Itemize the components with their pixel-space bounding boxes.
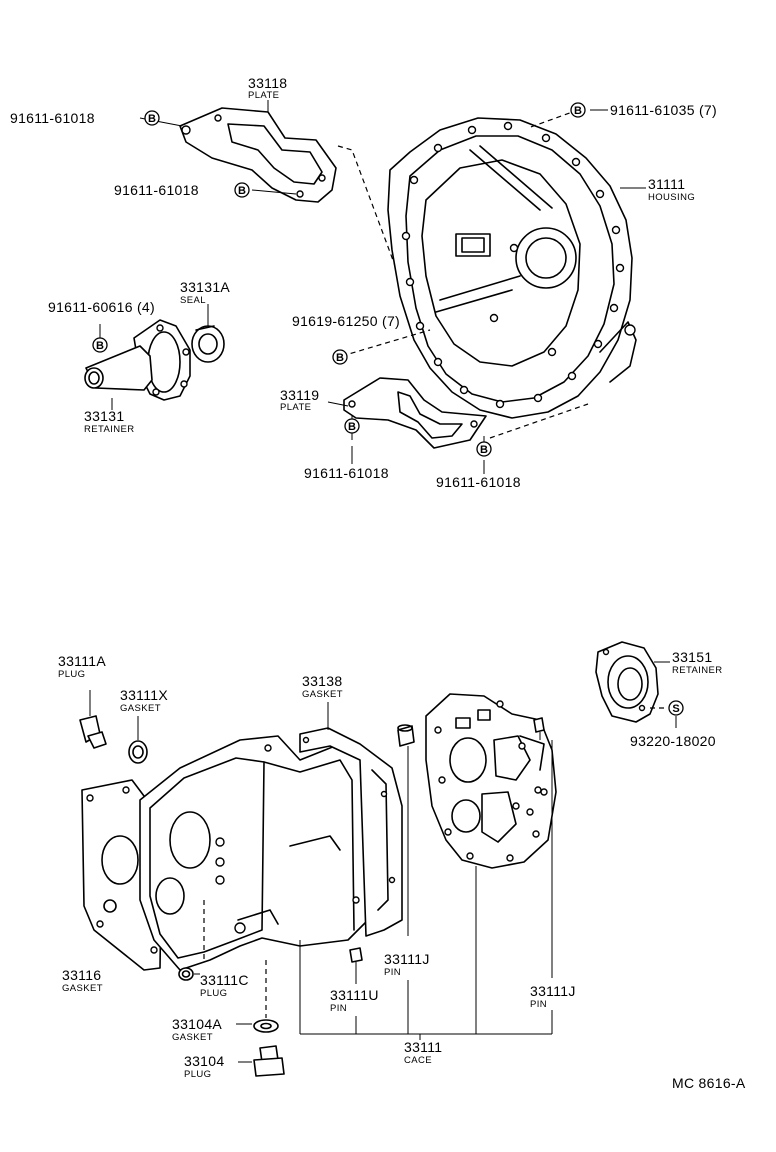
bolt-label-b6: 91611-61018 xyxy=(304,465,389,481)
bolt-badge-b3: B xyxy=(570,102,586,118)
bolt-label-b5: 91619-61250 (7) xyxy=(292,313,400,329)
label-33111X: 33111X GASKET xyxy=(120,687,168,714)
bolt-badge-b4: B xyxy=(92,337,108,353)
bolt-badge-b7: B xyxy=(476,441,492,457)
pin-33111J-a-drawing xyxy=(397,724,415,747)
svg-text:PIN: PIN xyxy=(330,1003,347,1014)
gasket-33138-drawing xyxy=(299,727,403,937)
bolt-label-b3: 91611-61035 (7) xyxy=(610,102,717,118)
svg-text:PIN: PIN xyxy=(384,967,401,978)
gasket-33111X-drawing xyxy=(128,740,148,764)
label-33111A: 33111A PLUG xyxy=(58,653,106,680)
svg-text:HOUSING: HOUSING xyxy=(648,192,695,203)
label-33111J-a: 33111J PIN xyxy=(384,951,430,978)
stud-badge-s1: S xyxy=(668,700,684,716)
plug-33104-drawing xyxy=(253,1045,285,1077)
label-33118: 33118 PLATE xyxy=(248,75,287,101)
svg-text:33151: 33151 xyxy=(672,649,712,665)
svg-text:B: B xyxy=(348,421,356,433)
svg-text:33138: 33138 xyxy=(302,673,342,689)
label-33111C: 33111C PLUG xyxy=(200,972,249,999)
svg-text:RETAINER: RETAINER xyxy=(672,665,723,676)
label-33151: 33151 RETAINER xyxy=(672,649,723,676)
svg-text:B: B xyxy=(480,444,488,456)
svg-text:33131: 33131 xyxy=(84,408,124,424)
intermediate-plate-holes xyxy=(434,700,548,862)
gasket-33104A-drawing xyxy=(253,1019,279,1033)
svg-text:PLUG: PLUG xyxy=(184,1069,211,1080)
seal-33131A-drawing xyxy=(191,325,225,363)
label-31111: 31111 HOUSING xyxy=(648,176,695,203)
svg-text:33111U: 33111U xyxy=(330,987,379,1003)
bolt-badge-b1: B xyxy=(144,110,160,126)
svg-text:GASKET: GASKET xyxy=(120,703,161,714)
label-33131A: 33131A SEAL xyxy=(180,279,230,306)
svg-text:33116: 33116 xyxy=(62,967,101,983)
svg-text:B: B xyxy=(336,352,344,364)
svg-text:GASKET: GASKET xyxy=(302,689,343,700)
bolt-label-b1: 91611-61018 xyxy=(10,110,95,126)
svg-text:B: B xyxy=(238,185,246,197)
bolt-badge-b5: B xyxy=(332,349,348,365)
svg-text:33131A: 33131A xyxy=(180,279,230,295)
label-33131: 33131 RETAINER xyxy=(84,408,135,435)
case-33111-drawing xyxy=(139,735,371,971)
retainer-33131-drawing xyxy=(84,319,191,401)
svg-text:B: B xyxy=(96,340,104,352)
svg-text:33111J: 33111J xyxy=(530,983,576,999)
svg-text:GASKET: GASKET xyxy=(172,1032,213,1043)
svg-text:PIN: PIN xyxy=(530,999,547,1010)
svg-text:PLUG: PLUG xyxy=(58,669,85,680)
bolt-badge-b6: B xyxy=(344,418,360,434)
retainer-33151-drawing xyxy=(595,641,659,723)
intermediate-plate-drawing xyxy=(425,693,557,869)
label-33138: 33138 GASKET xyxy=(302,673,343,700)
svg-text:PLATE: PLATE xyxy=(248,90,279,101)
svg-text:33111C: 33111C xyxy=(200,972,249,988)
svg-text:33104: 33104 xyxy=(184,1053,224,1069)
svg-text:33119: 33119 xyxy=(280,387,319,403)
housing-31111-drawing xyxy=(387,117,637,419)
svg-text:PLATE: PLATE xyxy=(280,402,311,413)
case-bracket-lines xyxy=(299,866,553,1040)
svg-text:B: B xyxy=(574,105,582,117)
svg-text:SEAL: SEAL xyxy=(180,295,206,306)
label-33104: 33104 PLUG xyxy=(184,1053,224,1080)
plate-33119-drawing xyxy=(343,377,487,449)
diagram-code: MC 8616-A xyxy=(672,1075,746,1091)
label-33116: 33116 GASKET xyxy=(62,967,103,994)
bolt-label-b2: 91611-61018 xyxy=(114,182,199,198)
plug-33111C-drawing xyxy=(178,967,194,981)
bolt-label-b4: 91611-60616 (4) xyxy=(48,299,155,315)
svg-text:33111X: 33111X xyxy=(120,687,168,703)
svg-text:B: B xyxy=(148,113,156,125)
svg-text:33111J: 33111J xyxy=(384,951,430,967)
bolt-badge-b2: B xyxy=(234,182,250,198)
pin-33111J-b-drawing xyxy=(533,717,545,733)
svg-text:PLUG: PLUG xyxy=(200,988,227,999)
svg-text:S: S xyxy=(672,703,679,715)
svg-text:33111: 33111 xyxy=(404,1039,442,1055)
plug-33111A-drawing xyxy=(79,715,107,749)
svg-text:33104A: 33104A xyxy=(172,1016,222,1032)
bolt-label-b7: 91611-61018 xyxy=(436,474,521,490)
plate-33118-drawing xyxy=(179,107,337,203)
label-33104A: 33104A GASKET xyxy=(172,1016,222,1043)
label-33111: 33111 CACE xyxy=(404,1039,442,1066)
label-33111U: 33111U PIN xyxy=(330,987,379,1014)
pin-33111U-drawing xyxy=(349,947,363,963)
label-33111J-b: 33111J PIN xyxy=(530,983,576,1010)
svg-text:CACE: CACE xyxy=(404,1055,432,1066)
label-33119: 33119 PLATE xyxy=(280,387,319,413)
svg-text:GASKET: GASKET xyxy=(62,983,103,994)
svg-text:RETAINER: RETAINER xyxy=(84,424,135,435)
svg-text:31111: 31111 xyxy=(648,176,685,192)
svg-text:33111A: 33111A xyxy=(58,653,106,669)
housing-bolt-holes xyxy=(401,121,625,409)
stud-label-s1: 93220-18020 xyxy=(630,733,716,749)
svg-text:33118: 33118 xyxy=(248,75,287,91)
